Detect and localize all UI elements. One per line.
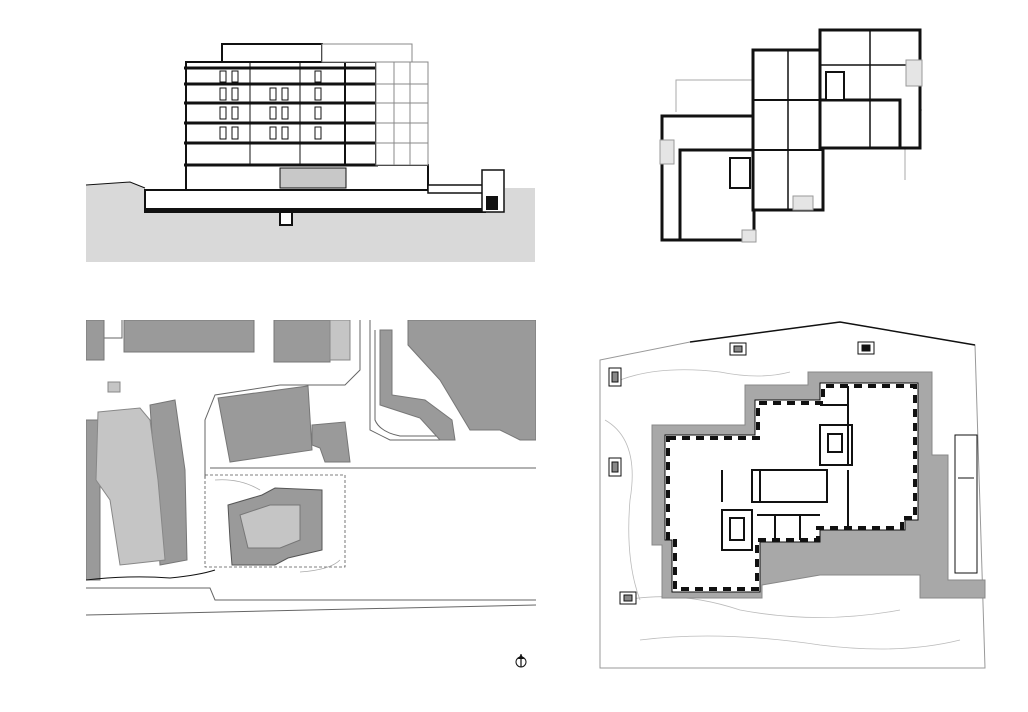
floor-plan-wing-center [751,48,825,212]
typical-floor-plan [659,28,923,243]
north-arrow-icon [515,654,527,668]
section-storeys [184,61,378,167]
section-ground [86,182,535,262]
ground-plan-footprint [664,382,919,593]
ground-plan-planters [608,341,875,605]
section-grade-line [85,181,146,189]
ground-floor-plan [599,321,986,669]
site-project-building [227,487,323,566]
section-annex [427,184,487,194]
building-section [85,43,535,262]
floor-plan-wing-west [660,114,756,242]
ground-plan-rooms [721,386,853,551]
site-buildings-neighbours [86,320,536,581]
floor-plan-wing-east [818,28,922,150]
section-rooftop [221,43,323,63]
section-elevation-beyond [375,61,429,166]
site-plan [86,320,536,616]
